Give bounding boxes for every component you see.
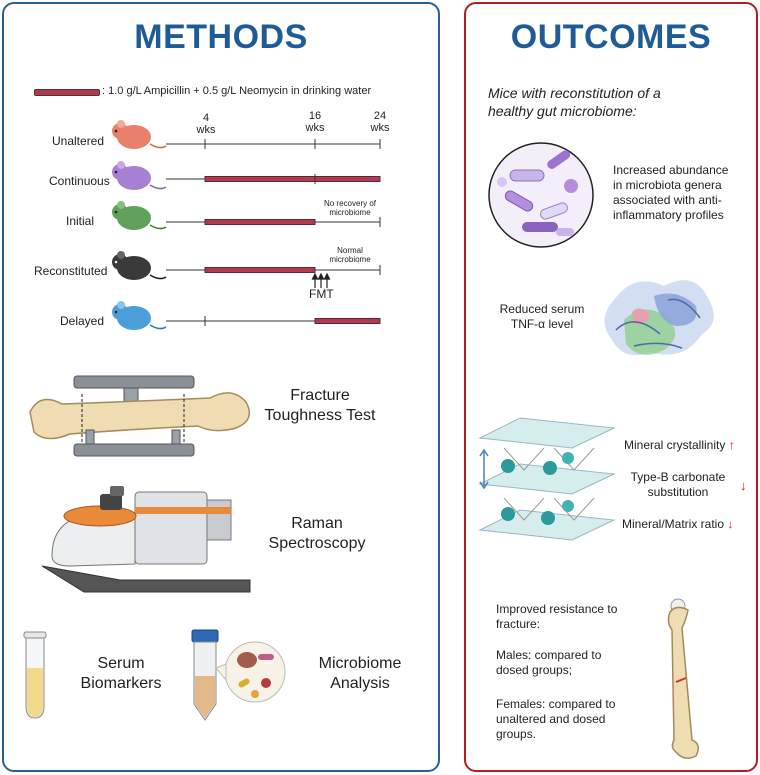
antibiotic-legend-text: : 1.0 g/L Ampicillin + 0.5 g/L Neomycin … [102,85,372,97]
males-text-line: Males: compared to [496,648,602,662]
tnf-text-line: Reduced serum [499,302,585,316]
fmt-arrows [311,272,331,288]
microbiota-text-line: associated with anti- [613,193,722,207]
antibiotic-legend-swatch [34,89,100,96]
raman-label-line: Raman [291,515,343,532]
methods-illustration [23,120,381,721]
timeline-reconstituted [166,265,381,288]
mineral-matrix-label: Mineral/Matrix ratio [622,517,725,531]
timepoint-4: 4 wks [191,112,221,136]
males-text: Males: compared to dosed groups; [496,648,601,678]
outcomes-title: OUTCOMES [510,18,712,56]
mouse-icon-initial [112,201,167,230]
timepoint-24: 24 wks [365,110,395,134]
mouse-icon-reconstituted [112,251,167,280]
microbiome-tube-icon [191,629,286,721]
mouse-icon-delayed [112,301,167,330]
tnf-text-line: TNF-α level [510,317,574,331]
mouse-icon-continuous [112,161,167,190]
females-text-line: unaltered and dosed [496,712,606,726]
timepoint-4-num: 4 [202,112,210,124]
serum-label-line: Serum [97,655,145,672]
raman-spectrometer-icon [41,486,251,593]
fracture-test-label-line: Toughness Test [264,407,376,424]
males-text-line: dosed groups; [496,663,573,677]
timeline-delayed [166,316,381,326]
group-label-delayed: Delayed [60,314,105,328]
fracture-test-icon [29,375,251,457]
mouse-icon-unaltered [112,120,167,149]
arrow-down-icon: ↓ [740,478,747,493]
reconstituted-note: Normal microbiome [318,246,382,264]
timepoint-24-num: 24 [373,110,387,122]
females-text-line: groups. [496,727,537,741]
microbiome-label-line: Microbiome [318,655,402,672]
females-text-line: Females: compared to [496,697,616,711]
group-label-unaltered: Unaltered [52,134,105,148]
timepoint-4-unit: wks [196,124,216,136]
group-label-reconstituted: Reconstituted [34,264,108,278]
tnf-text: Reduced serum TNF-α level [487,302,597,332]
fmt-label: FMT [309,287,334,301]
timepoint-16-num: 16 [308,110,322,122]
outcomes-panel: OUTCOMES [464,2,758,772]
microbiota-text-line: inflammatory profiles [613,208,724,222]
carbonate-text: Type-B carbonate substitution [620,470,736,500]
carbonate-label-line: Type-B carbonate [630,470,726,484]
blood-tube-icon [23,631,47,719]
females-text: Females: compared to unaltered and dosed… [496,697,615,742]
microbiome-analysis-label: Microbiome Analysis [300,654,420,694]
fracture-test-label: Fracture Toughness Test [250,386,390,426]
initial-note-line: No recovery of [323,199,377,208]
initial-note: No recovery of microbiome [318,199,382,217]
microbiome-label-line: Analysis [330,675,390,692]
fracture-test-label-line: Fracture [290,387,350,404]
reconstituted-note-line: Normal [337,246,363,255]
tnf-protein-icon [604,280,714,356]
outcomes-illustration [478,142,714,759]
microbiota-text: Increased abundance in microbiota genera… [613,163,728,223]
fracture-resistance-line: Improved resistance to [496,602,618,616]
serum-label-line: Biomarkers [80,675,162,692]
microbiota-text-line: Increased abundance [613,163,729,177]
fracture-resistance-line: fracture: [496,617,541,631]
serum-biomarkers-label: Serum Biomarkers [66,654,176,694]
outcomes-subtitle-line: healthy gut microbiome: [488,103,637,119]
raman-label: Raman Spectroscopy [257,514,377,554]
carbonate-label-line: substitution [647,485,709,499]
arrow-up-icon: ↑ [728,438,735,452]
mineral-lattice-icon [478,417,616,541]
timepoint-16: 16 wks [300,110,330,134]
timepoint-16-unit: wks [305,122,325,134]
microbiota-icon [488,142,594,248]
timepoint-24-unit: wks [370,122,390,134]
outcomes-subtitle-line: Mice with reconstitution of a [488,85,661,101]
fracture-resistance-text: Improved resistance to fracture: [496,602,617,632]
group-label-initial: Initial [66,214,95,228]
reconstituted-note-line: microbiome [329,255,371,264]
mineral-crystallinity-text: Mineral crystallinity ↑ [624,438,735,452]
initial-note-line: microbiome [329,208,371,217]
arrow-down-icon: ↓ [727,517,734,531]
mineral-matrix-text: Mineral/Matrix ratio ↓ [622,517,733,531]
raman-label-line: Spectroscopy [268,535,366,552]
timeline-continuous [166,174,381,184]
mineral-crystallinity-label: Mineral crystallinity [624,438,726,452]
femur-icon [667,598,699,759]
methods-title: METHODS [134,18,308,56]
timeline-initial [166,217,381,227]
microbiota-text-line: in microbiota genera [613,178,722,192]
timeline-unaltered [166,139,381,149]
outcomes-subtitle: Mice with reconstitution of a healthy gu… [488,84,661,120]
group-label-continuous: Continuous [49,174,110,188]
